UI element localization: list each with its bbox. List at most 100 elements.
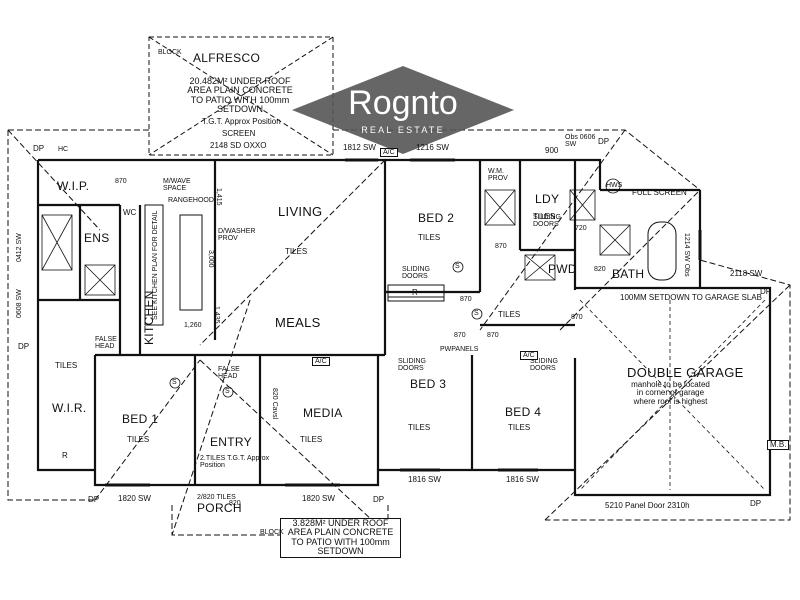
sliding-doors-ldy: SLIDING DOORS — [533, 214, 562, 228]
walls — [36, 158, 772, 497]
rangehood-label: RANGEHOOD — [168, 197, 214, 204]
room-wc: WC — [123, 208, 137, 217]
dim-1435: 1,435 — [213, 306, 220, 324]
ac-mark-hall: A/C — [520, 351, 538, 360]
window-1214-obs: 1214 SW Obs — [683, 233, 690, 277]
window-1820-media: 1820 SW — [302, 494, 335, 503]
window-1820-bed1: 1820 SW — [118, 494, 151, 503]
watermark-logo: Rognto REAL ESTATE — [292, 66, 514, 154]
logo-tagline: REAL ESTATE — [361, 125, 445, 135]
dim-870-garage: 870 — [571, 314, 583, 321]
window-2118: 2118 SW — [730, 269, 763, 278]
dp-mark-right: DP — [760, 287, 772, 296]
garage-roof-lines — [579, 299, 766, 491]
dim-3000: 3,000 — [207, 250, 214, 268]
robe-rail-bed2: R — [412, 288, 418, 297]
room-living: LIVING — [278, 204, 323, 219]
mb-label: M.B. — [767, 440, 790, 450]
robe-rail-wir: R — [62, 451, 68, 460]
room-bath: BATH — [612, 267, 645, 281]
kitchen-bench — [144, 204, 445, 326]
window-0608: 0608 SW — [16, 289, 23, 318]
room-bed4: BED 4 — [505, 405, 542, 419]
windows — [105, 158, 702, 487]
dp-mark-top-right: DP — [598, 137, 610, 146]
dim-870-bed4: 870 — [487, 332, 499, 339]
dp-mark-top-left: DP — [33, 144, 45, 153]
wm-prov-label: W.M. PROV — [488, 168, 508, 182]
room-ldy: LDY — [535, 192, 560, 206]
entry-tgt-note: 2.TILES T.G.T. Approx Position — [200, 455, 270, 469]
sliding-doors-bed3: SLIDING DOORS — [398, 358, 427, 372]
dp-mark-bottom-left: DP — [88, 495, 100, 504]
window-1816-bed4: 1816 SW — [506, 475, 539, 484]
see-kitchen-plan-note: SEE KITCHEN PLAN FOR DETAIL — [152, 210, 159, 320]
room-wip: W.I.P. — [57, 179, 90, 193]
tiles-bed2: TILES — [418, 233, 441, 242]
logo-diamond — [292, 66, 514, 154]
hc-mark: HC — [58, 146, 69, 153]
dim-1260: 1,260 — [184, 322, 202, 329]
dp-mark-left: DP — [18, 342, 30, 351]
room-bed1: BED 1 — [122, 412, 159, 426]
switch-symbols — [169, 178, 621, 398]
pwpanels-label: PWPANELS — [440, 346, 479, 353]
switch-hall: S — [474, 310, 479, 317]
tiles-bed4: TILES — [508, 423, 531, 432]
sliding-doors-bed2: SLIDING DOORS — [402, 266, 431, 280]
room-double-garage: DOUBLE GARAGE — [627, 365, 744, 380]
room-porch: PORCH — [197, 501, 242, 515]
dp-mark-bottom-mid: DP — [373, 495, 385, 504]
room-pwd: PWD — [548, 262, 577, 276]
block-bottom-label: BLOCK — [260, 529, 284, 536]
full-screen-label: FULL SCREEN — [632, 188, 687, 197]
tiles-wir: TILES — [55, 361, 78, 370]
window-1812: 1812 SW — [343, 143, 376, 152]
dim-870-hall: 870 — [460, 296, 472, 303]
tiles-bed3: TILES — [408, 423, 431, 432]
room-bed3: BED 3 — [410, 377, 447, 391]
tiles-bed1: TILES — [127, 435, 150, 444]
dim-1415: 1,415 — [215, 188, 222, 206]
tiles-media: TILES — [300, 435, 323, 444]
room-alfresco: ALFRESCO — [193, 51, 261, 65]
mwave-label: M/WAVE SPACE — [163, 178, 191, 192]
garage-setdown-note: 100MM SETDOWN TO GARAGE SLAB — [620, 293, 762, 302]
garage-manhole-note: manhole to be located in corner of garag… — [631, 380, 710, 406]
room-meals: MEALS — [275, 315, 321, 330]
porch-roof-note: 3.828M² UNDER ROOF AREA PLAIN CONCRETE T… — [280, 518, 401, 558]
room-ens: ENS — [84, 231, 110, 245]
dim-820-porch: 820 — [229, 500, 241, 507]
sliding-doors-bed4: SLIDING DOORS — [530, 358, 559, 372]
garage-door-label: 5210 Panel Door 2310h — [605, 501, 690, 510]
cavsl-note: 820 Cavsl — [271, 388, 278, 420]
bath-tub — [647, 221, 677, 281]
window-1816-bed3: 1816 SW — [408, 475, 441, 484]
block-top-label: BLOCK — [158, 49, 182, 56]
tiles-hall: TILES — [498, 310, 521, 319]
window-900: 900 — [545, 146, 559, 155]
ac-mark-meals: A/C — [312, 357, 330, 366]
window-0412: 0412 SW — [16, 233, 23, 262]
dim-870-bed3: 870 — [454, 332, 466, 339]
dim-820-pwd: 820 — [594, 266, 606, 273]
window-1216: 1216 SW — [416, 143, 449, 152]
dim-720: 720 — [575, 225, 587, 232]
switch-bed1: S — [172, 379, 177, 386]
dwasher-label: D/WASHER PROV — [218, 228, 256, 242]
room-wir: W.I.R. — [52, 401, 87, 415]
room-entry: ENTRY — [210, 435, 252, 449]
room-media: MEDIA — [303, 406, 343, 420]
logo-name: Rognto — [348, 84, 458, 122]
entry-tiles-note: 2/820 TILES — [197, 494, 236, 501]
tiles-living: TILES — [285, 247, 308, 256]
room-bed2: BED 2 — [418, 211, 455, 225]
screen-label: SCREEN — [222, 129, 256, 138]
tgt-position-top: T.G.T. Approx Position — [202, 117, 281, 126]
dim-870-bed2: 870 — [495, 243, 507, 250]
hws-label: HWS — [606, 182, 623, 189]
alfresco-roof-note: 20.482M² UNDER ROOF AREA PLAIN CONCRETE … — [187, 76, 293, 115]
false-head-kitchen: FALSE HEAD — [95, 336, 117, 350]
wet-area-hatch — [41, 189, 631, 296]
